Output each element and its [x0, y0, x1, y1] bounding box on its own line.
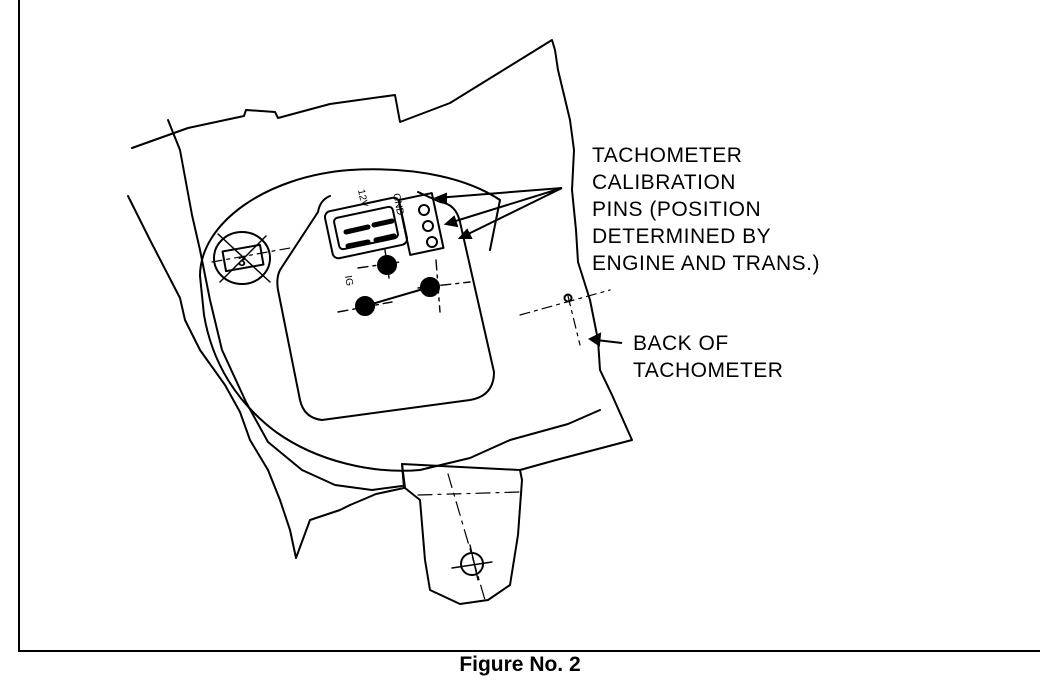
- pin-leader-line: [445, 187, 563, 225]
- housing-rim: [167, 119, 403, 491]
- calibration-pin: [426, 236, 438, 248]
- connector-marks-2: GND: [390, 192, 405, 216]
- back-of-tachometer-callout: BACK OF TACHOMETER: [633, 330, 783, 384]
- callout-line: ENGINE AND TRANS.): [592, 252, 820, 275]
- gauge-mechanism: [213, 231, 271, 285]
- mount-tab: [401, 463, 523, 605]
- callout-line: CALIBRATION: [592, 171, 736, 194]
- callout-line: BACK OF: [633, 332, 729, 355]
- calibration-pin: [418, 204, 430, 216]
- calibration-pin: [422, 220, 434, 232]
- housing-outline: [127, 39, 633, 559]
- figure-frame: [18, 0, 1040, 652]
- callout-line: DETERMINED BY: [592, 225, 772, 248]
- connector-housing: [323, 196, 409, 260]
- gauge-number: 3: [238, 253, 246, 269]
- calibration-pins-callout: TACHOMETER CALIBRATION PINS (POSITION DE…: [592, 142, 820, 277]
- circuit-plate: [276, 191, 495, 421]
- figure-caption: Figure No. 2: [459, 653, 581, 676]
- pin-leader-line: [459, 187, 563, 239]
- callout-line: TACHOMETER: [592, 144, 743, 167]
- pin-leader-line: [435, 187, 563, 199]
- connector-marks: 12V: [355, 188, 370, 208]
- callout-line: PINS (POSITION: [592, 198, 762, 221]
- callout-line: TACHOMETER: [633, 359, 784, 382]
- terminal-mark: IG: [342, 275, 355, 288]
- gauge-cup: [199, 168, 601, 472]
